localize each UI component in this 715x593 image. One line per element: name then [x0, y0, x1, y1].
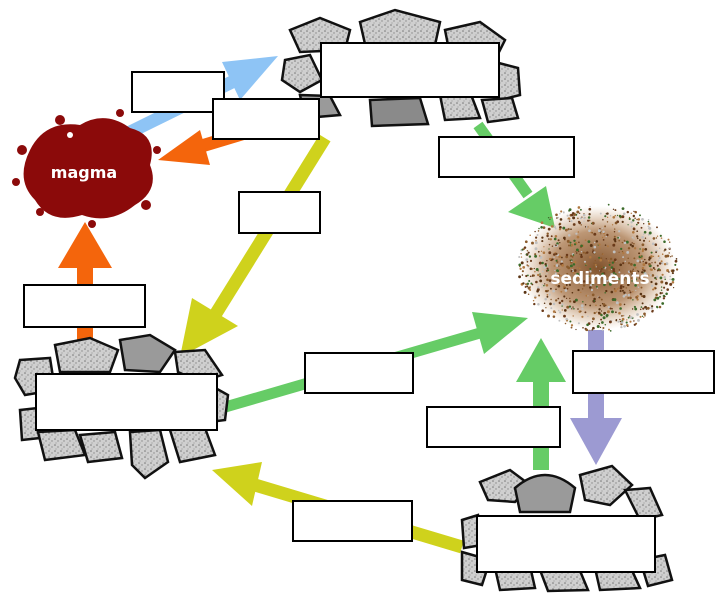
left-rock-pile [13, 333, 230, 480]
blank-label-box [426, 406, 561, 448]
blank-label-box [304, 352, 414, 394]
blank-label-box [212, 98, 320, 140]
blank-label-box [23, 284, 146, 328]
sediments-label: sediments [550, 269, 649, 289]
top-rock-blank-label [320, 42, 500, 98]
blank-label-box [238, 191, 321, 234]
arrow-green-bottom-rock-to-sediments [516, 338, 566, 470]
magma-node: magma [12, 109, 161, 228]
blank-label-box [572, 350, 715, 394]
bottom-rock-blank-label [476, 515, 656, 573]
blank-label-box [131, 71, 225, 113]
blank-label-box [292, 500, 413, 542]
magma-label: magma [51, 163, 117, 182]
left-rock-blank-label [35, 373, 218, 431]
blank-label-box [438, 136, 575, 178]
sediments-node: sediments [518, 203, 679, 332]
sediment-particles [518, 203, 679, 332]
arrow-yellow-top-rock-to-left-rock [180, 134, 331, 357]
